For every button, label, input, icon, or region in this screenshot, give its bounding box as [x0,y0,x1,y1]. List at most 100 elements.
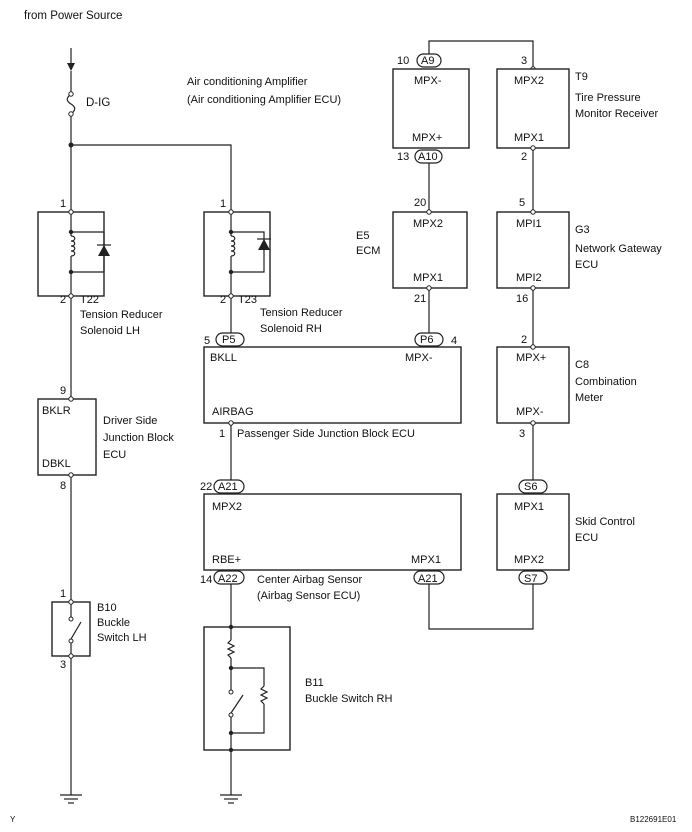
skid-name1: Skid Control [575,516,635,528]
t23-pin-bottom: 2 [220,294,226,306]
pass-jb-conn-left: P5 [222,334,235,346]
airbag-term-right: MPX1 [411,554,441,566]
ac-amp-pin-top: 10 [397,55,409,67]
gateway-pin-top: 5 [519,197,525,209]
gateway-name2: ECU [575,259,598,271]
fuse-label: D-IG [86,97,110,109]
t23-name2: Solenoid RH [260,323,322,335]
drv-jb-pin-bottom: 8 [60,480,66,492]
driver-junction-block: 9 BKLR DBKL 8 Driver Side Junction Block… [37,385,174,492]
fuse-icon [66,93,76,115]
network-gateway-ecu: 5 MPI1 MPI2 16 G3 Network Gateway ECU [496,197,662,305]
airbag-name2: (Airbag Sensor ECU) [257,590,360,602]
skid-control-ecu: S6 MPX1 MPX2 S7 Skid Control ECU [496,479,635,585]
skid-term-top: MPX1 [514,501,544,513]
power-source-label: from Power Source [24,10,122,22]
drv-jb-term-top: BKLR [42,405,71,417]
ac-amp-term-top: MPX- [414,75,442,87]
ecm-name: ECM [356,245,380,257]
ac-amp-name2: (Air conditioning Amplifier ECU) [187,94,341,106]
t23-code: T23 [238,294,257,306]
gateway-code: G3 [575,224,590,236]
coil-icon [230,235,236,257]
b11-code: B11 [305,677,324,689]
pass-jb-term-left: BKLL [210,352,237,364]
combination-meter: 2 MPX+ MPX- 3 C8 Combination Meter [496,334,637,440]
buckle-switch-rh: B11 Buckle Switch RH [203,624,392,753]
ecm-code: E5 [356,230,369,242]
tire-pressure-receiver: 3 MPX2 MPX1 2 T9 Tire Pressure Monitor R… [496,55,658,163]
drv-jb-name3: ECU [103,449,126,461]
t22-pin-bottom: 2 [60,294,66,306]
center-airbag-sensor: 22 A21 MPX2 RBE+ MPX1 14 A22 A21 Center … [200,479,462,602]
b10-pin-bottom: 3 [60,659,66,671]
pass-jb-pin-bottom: 1 [219,428,225,440]
b10-name1: Buckle [97,617,130,629]
ecm-term-top: MPX2 [413,218,443,230]
combo-name2: Meter [575,392,603,404]
combo-code: C8 [575,359,589,371]
ac-amp-term-bottom: MPX+ [412,132,442,144]
resistor-icon [259,685,269,705]
pass-jb-term-right: MPX- [405,352,433,364]
pass-jb-pin-right: 4 [451,335,457,347]
t23-solenoid-rh: 1 2 T23 Tension Reducer Solenoid RH [203,198,343,335]
airbag-conn-top: A21 [218,481,238,493]
ecm-pin-top: 20 [414,197,426,209]
tpms-pin-top: 3 [521,55,527,67]
gateway-pin-bottom: 16 [516,293,528,305]
t22-name2: Solenoid LH [80,325,140,337]
t23-name1: Tension Reducer [260,307,343,319]
airbag-term-left: RBE+ [212,554,241,566]
pass-jb-pin-left: 5 [204,335,210,347]
gateway-term-bottom: MPI2 [516,272,542,284]
ecm: 20 MPX2 MPX1 21 E5 ECM [356,197,468,305]
gateway-term-top: MPI1 [516,218,542,230]
passenger-junction-block: 5 P5 P6 4 BKLL MPX- AIRBAG 1 Passenger S… [203,332,462,440]
b10-pin-top: 1 [60,588,66,600]
footer-left-mark: Y [10,815,16,824]
ac-amp-conn-bottom: A10 [418,151,438,163]
tpms-term-top: MPX2 [514,75,544,87]
diode-icon [98,245,110,256]
ac-amp-conn-top: A9 [421,55,434,67]
skid-conn-top: S6 [524,481,537,493]
gateway-name1: Network Gateway [575,243,662,255]
t22-solenoid-lh: 1 2 T22 Tension Reducer Solenoid LH [37,198,163,337]
t22-pin-top: 1 [60,198,66,210]
b11-name: Buckle Switch RH [305,693,392,705]
t22-name1: Tension Reducer [80,309,163,321]
combo-term-bottom: MPX- [516,406,544,418]
combo-term-top: MPX+ [516,352,546,364]
tpms-term-bottom: MPX1 [514,132,544,144]
skid-term-bottom: MPX2 [514,554,544,566]
diode-icon [258,239,270,250]
tpms-name2: Monitor Receiver [575,108,658,120]
airbag-term-top: MPX2 [212,501,242,513]
switch-icon [230,694,244,714]
combo-pin-bottom: 3 [519,428,525,440]
airbag-name1: Center Airbag Sensor [257,574,363,586]
ecm-term-bottom: MPX1 [413,272,443,284]
b10-name2: Switch LH [97,632,147,644]
combo-name1: Combination [575,376,637,388]
ac-amp-pin-bottom: 13 [397,151,409,163]
b10-code: B10 [97,602,117,614]
t23-pin-top: 1 [220,198,226,210]
drv-jb-pin-top: 9 [60,385,66,397]
combo-pin-top: 2 [521,334,527,346]
resistor-icon [226,639,236,659]
airbag-pin-bottom: 14 [200,574,212,586]
tpms-name1: Tire Pressure [575,92,641,104]
figure-code: B122691E01 [630,815,677,824]
pass-jb-conn-right: P6 [420,334,433,346]
drv-jb-name1: Driver Side [103,415,157,427]
skid-conn-bottom: S7 [524,573,537,585]
t22-code: T22 [80,294,99,306]
pass-jb-name: Passenger Side Junction Block ECU [237,428,415,440]
airbag-conn-right: A21 [418,573,438,585]
ground-icon [60,794,82,804]
ac-amplifier: 10 A9 MPX- MPX+ 13 A10 [392,53,470,164]
ecm-pin-bottom: 21 [414,293,426,305]
